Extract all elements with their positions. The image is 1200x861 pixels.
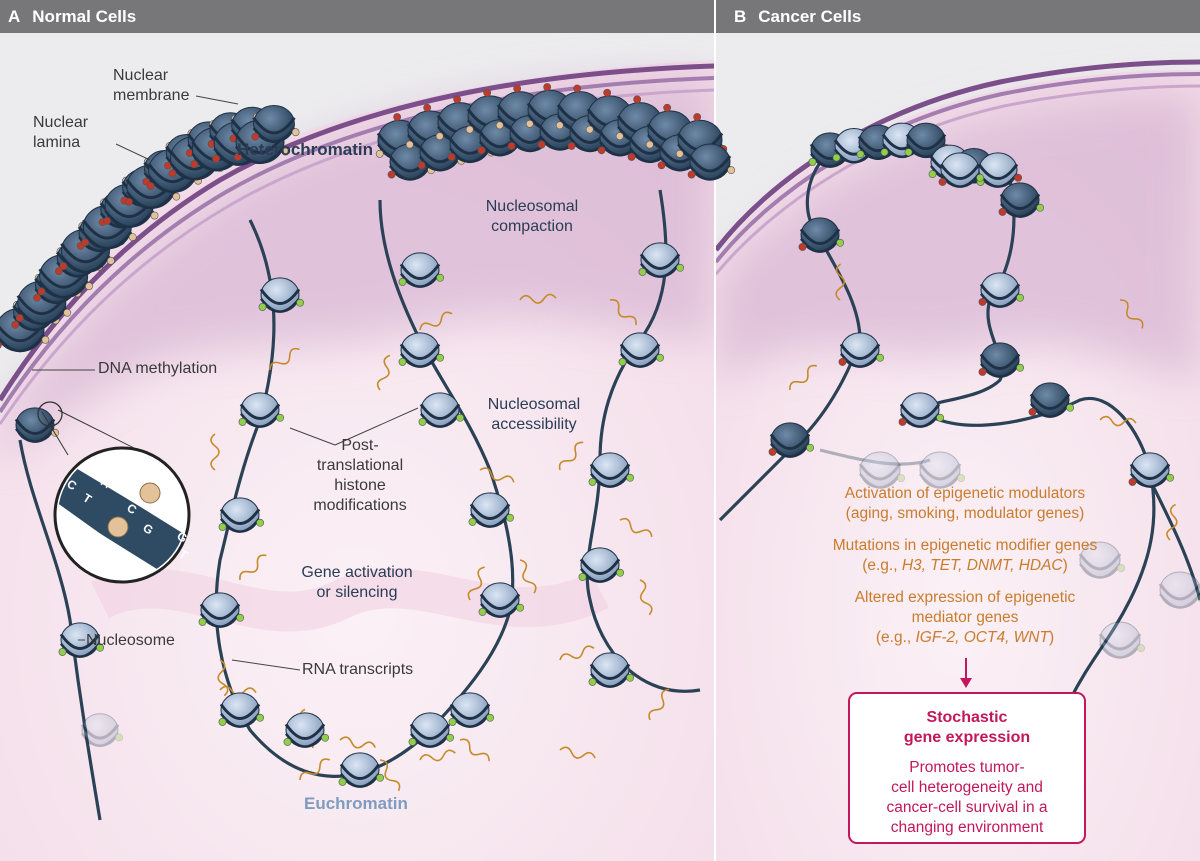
label-rna-transcripts: RNA transcripts: [302, 661, 414, 678]
nucleosome: [251, 104, 300, 143]
nucleosome: [918, 451, 966, 489]
panel-a-title: Normal Cells: [32, 7, 137, 26]
factor3-genes: IGF-2, OCT4, WNT: [915, 629, 1049, 646]
rna-transcript: [835, 263, 846, 301]
nucleosome: [1158, 571, 1200, 609]
rna-transcript: [419, 749, 456, 762]
rna-transcript: [1166, 503, 1178, 541]
rna-transcript: [519, 559, 537, 594]
nucleosome: [798, 217, 845, 253]
rna-transcript: [376, 354, 391, 391]
rna-transcript: [1119, 299, 1144, 329]
rna-transcript: [339, 736, 376, 749]
nucleosome: [1078, 541, 1126, 579]
rna-transcript: [519, 293, 557, 304]
label-dna-methylation: DNA methylation: [98, 360, 218, 377]
rna-transcript: [459, 738, 490, 762]
result-box-stochastic-gene-expression: Stochastic gene expression Promotes tumo…: [848, 692, 1086, 844]
rna-transcript: [419, 311, 453, 331]
nucleosome: [418, 392, 465, 428]
nucleosome: [768, 422, 815, 458]
label-factor-mutations: Mutations in epigenetic modifier genes (…: [832, 537, 1098, 574]
nucleosome: [80, 713, 123, 747]
nucleosome: [618, 332, 665, 368]
dna-strand-4: [917, 179, 1156, 701]
nucleosome: [218, 692, 265, 728]
rna-transcript: [619, 517, 653, 538]
nucleosome: [1128, 452, 1175, 488]
rna-transcript: [479, 467, 515, 483]
label-nuclear-membrane: Nuclear membrane: [113, 67, 190, 104]
nucleosomes: [0, 83, 1200, 788]
factor2-genes: H3, TET, DNMT, HDAC: [901, 557, 1063, 574]
nucleosome: [998, 182, 1045, 218]
nucleosome: [408, 712, 455, 748]
label-euchromatin: Euchromatin: [304, 794, 408, 813]
nucleosome: [468, 492, 515, 528]
nucleosome: [638, 242, 685, 278]
dna-strand-1: [214, 199, 515, 778]
rna-transcript: [559, 746, 596, 759]
rna-transcript: [210, 433, 220, 471]
nucleosome: [398, 332, 445, 368]
label-factor-activation: Activation of epigenetic modulators (agi…: [844, 485, 1086, 522]
result-title: Stochastic gene expression: [903, 709, 1031, 746]
nucleosome: [978, 272, 1025, 308]
label-nucleosomal-compaction: Nucleosomal compaction: [485, 198, 579, 235]
rna-transcript: [648, 688, 670, 721]
nucleosome: [858, 451, 906, 489]
nucleosome: [687, 143, 736, 181]
label-nucleosome: Nucleosome: [86, 632, 175, 649]
label-factor-altered-expression: Altered expression of epigenetic mediato…: [854, 589, 1076, 646]
panel-b-title: Cancer Cells: [758, 7, 862, 26]
nucleosome: [838, 332, 885, 368]
result-arrow: [960, 658, 972, 688]
label-heterochromatin: Heterochromatin: [237, 140, 374, 159]
nucleosome: [218, 497, 265, 533]
nucleosome: [578, 547, 625, 583]
nucleosome: [258, 277, 305, 313]
nucleosome: [588, 652, 635, 688]
label-post-translational-histone-modifications: Post- translational histone modification…: [313, 437, 407, 514]
nucleosome: [978, 342, 1025, 378]
nucleosome: [938, 152, 985, 188]
label-nucleosomal-accessibility: Nucleosomal accessibility: [487, 396, 581, 433]
rna-transcript: [269, 347, 300, 371]
rna-transcript: [467, 566, 485, 601]
nucleosome: [198, 592, 245, 628]
dna-strand-0: [18, 439, 102, 821]
rna-transcript: [639, 579, 653, 616]
rna-transcript: [239, 554, 267, 581]
nucleosome: [1028, 382, 1075, 418]
rna-transcript: [1099, 415, 1137, 427]
rna-transcript: [299, 758, 331, 781]
nucleosome: [1098, 621, 1146, 659]
nucleosome: [398, 252, 445, 288]
rna-transcript: [559, 645, 595, 661]
panel-b-header: B Cancer Cells: [716, 0, 1200, 33]
label-gene-activation-or-silencing: Gene activation or silencing: [301, 564, 413, 601]
leader-lines: [32, 95, 419, 671]
result-body: Promotes tumor- cell heterogeneity and c…: [886, 759, 1048, 836]
nucleosome: [338, 752, 385, 788]
rna-transcript: [558, 441, 584, 471]
label-nuclear-lamina: Nuclear lamina: [33, 114, 89, 151]
rna-transcript: [789, 364, 817, 391]
nucleosome: [238, 392, 285, 428]
nucleosome: [283, 712, 330, 748]
nucleosome: [898, 392, 945, 428]
nucleosome: [448, 692, 495, 728]
rna-transcript: [217, 659, 229, 697]
rna-transcript: [609, 298, 637, 326]
panel-b-letter: B: [734, 7, 747, 26]
nucleosome: [588, 452, 635, 488]
nucleosome: [478, 582, 525, 618]
panel-a-header: A Normal Cells: [0, 0, 714, 33]
rna-transcript: [379, 759, 401, 792]
panel-a-letter: A: [8, 7, 21, 26]
